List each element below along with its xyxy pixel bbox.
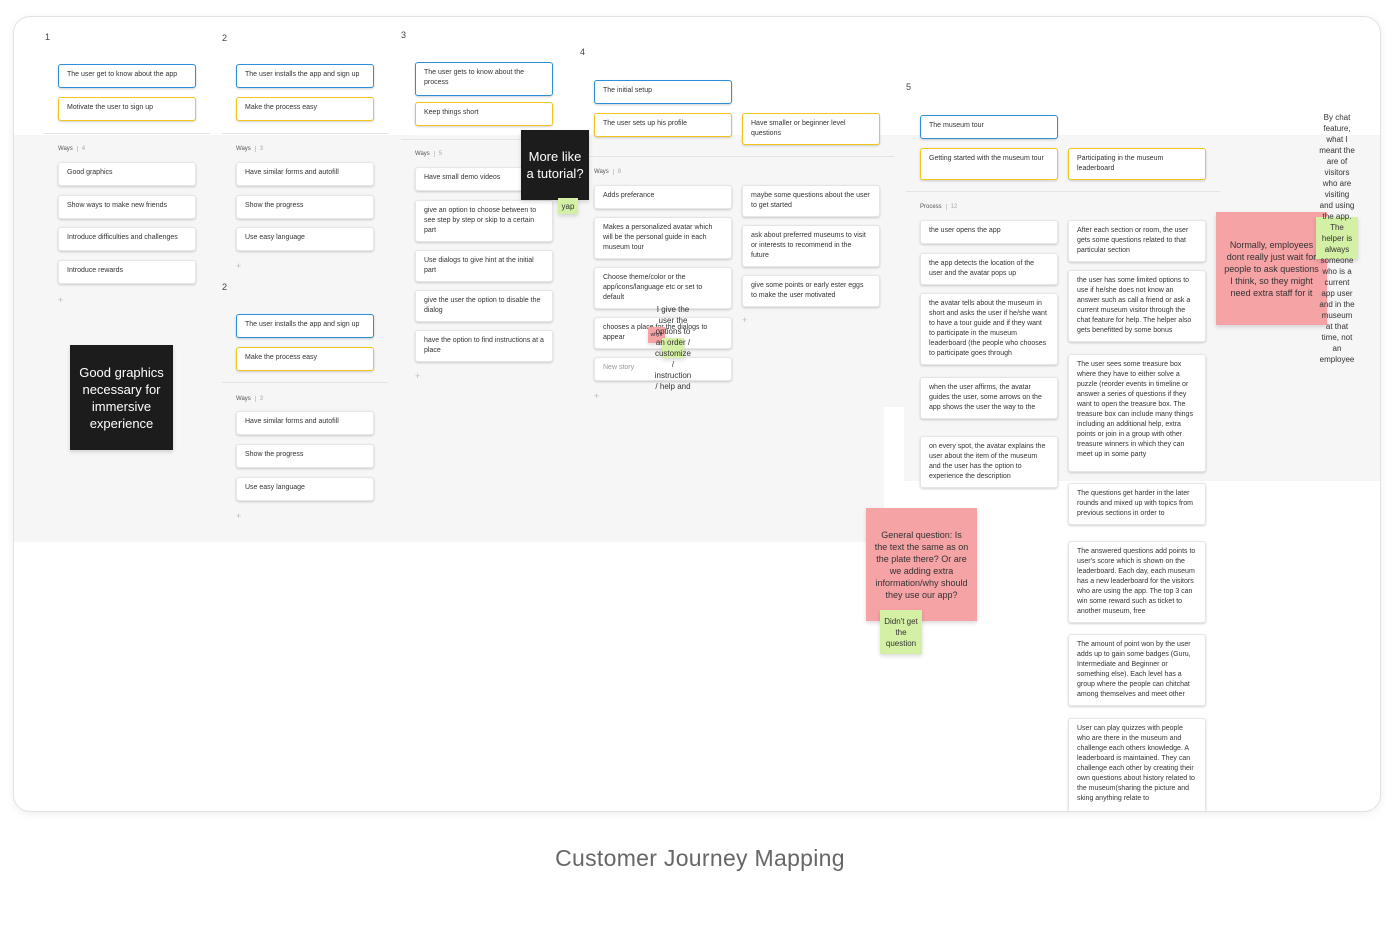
goal-card[interactable]: Make the process easy [236, 347, 374, 371]
process-step-card[interactable]: on every spot, the avatar explains the u… [920, 436, 1058, 488]
add-card-button[interactable]: + [236, 261, 242, 271]
column-number: 2 [222, 282, 228, 292]
stage-card[interactable]: The initial setup [594, 80, 732, 104]
add-card-button[interactable]: + [742, 315, 748, 325]
process-step-card[interactable]: The questions get harder in the later ro… [1068, 483, 1206, 525]
sticky-note-employees[interactable]: Normally, employees dont really just wai… [1216, 212, 1327, 325]
new-story-card[interactable]: New story [594, 357, 732, 381]
stage-card[interactable]: The user installs the app and sign up [236, 314, 374, 338]
divider [906, 191, 1220, 192]
way-card[interactable]: ask about preferred museums to visit or … [742, 225, 880, 267]
divider [580, 156, 894, 157]
way-card[interactable]: maybe some questions about the user to g… [742, 185, 880, 217]
column-number: 4 [580, 47, 586, 57]
column-number: 2 [222, 33, 228, 43]
goal-card[interactable]: Getting started with the museum tour [920, 148, 1058, 180]
way-card[interactable]: Have similar forms and autofill [236, 411, 374, 435]
way-card[interactable]: Use easy language [236, 227, 374, 251]
process-step-card[interactable]: when the user affirms, the avatar guides… [920, 377, 1058, 419]
journey-board[interactable]: 1 The user get to know about the app Mot… [14, 17, 1380, 811]
way-card[interactable]: Choose theme/color or the app/icons/lang… [594, 267, 732, 309]
add-card-button[interactable]: + [415, 371, 421, 381]
divider [401, 139, 567, 140]
way-card[interactable]: Show ways to make new friends [58, 195, 196, 219]
process-step-card[interactable]: The answered questions add points to use… [1068, 541, 1206, 623]
way-card[interactable]: have the option to find instructions at … [415, 330, 553, 362]
goal-card[interactable]: Have smaller or beginner level questions [742, 113, 880, 145]
process-step-card[interactable]: the user has some limited options to use… [1068, 270, 1206, 342]
goal-card[interactable]: Participating in the museum leaderboard [1068, 148, 1206, 180]
way-card[interactable]: give an option to choose between to see … [415, 200, 553, 242]
process-step-card[interactable]: The amount of point won by the user adds… [1068, 634, 1206, 706]
way-card[interactable]: Show the progress [236, 444, 374, 468]
sticky-note-why[interactable]: why!! [648, 327, 665, 343]
process-step-card[interactable]: the app detects the location of the user… [920, 253, 1058, 285]
way-card[interactable]: Good graphics [58, 162, 196, 186]
stage-card[interactable]: The user get to know about the app [58, 64, 196, 88]
way-card[interactable]: Introduce rewards [58, 260, 196, 284]
sticky-note-general-question[interactable]: General question: Is the text the same a… [866, 508, 977, 621]
goal-card[interactable]: The user sets up his profile [594, 113, 732, 137]
column-number: 3 [401, 30, 407, 40]
way-card[interactable]: Use easy language [236, 477, 374, 501]
goal-card[interactable]: Keep things short [415, 102, 553, 126]
add-card-button[interactable]: + [236, 511, 242, 521]
stage-card[interactable]: The user installs the app and sign up [236, 64, 374, 88]
column-number: 1 [45, 32, 51, 42]
way-card[interactable]: Adds preferance [594, 185, 732, 209]
stage-card[interactable]: The museum tour [920, 115, 1058, 139]
divider [44, 133, 210, 134]
add-card-button[interactable]: + [594, 391, 600, 401]
sticky-note-yap[interactable]: yap [558, 198, 578, 214]
way-card[interactable]: Makes a personalized avatar which will b… [594, 217, 732, 259]
process-step-card[interactable]: User can play quizzes with people who ar… [1068, 718, 1206, 811]
way-card[interactable]: Introduce difficulties and challenges [58, 227, 196, 251]
way-card[interactable]: Show the progress [236, 195, 374, 219]
column-number: 5 [906, 82, 912, 92]
goal-card[interactable]: Motivate the user to sign up [58, 97, 196, 121]
process-step-card[interactable]: After each section or room, the user get… [1068, 220, 1206, 262]
sticky-note-didnt-get[interactable]: Didn't get the question [880, 610, 922, 654]
stage-card[interactable]: The user gets to know about the process [415, 62, 553, 96]
sticky-note-tutorial[interactable]: More like a tutorial? [521, 130, 589, 200]
process-step-card[interactable]: the user opens the app [920, 220, 1058, 244]
divider [222, 382, 388, 383]
sticky-note-tiny[interactable]: By chat feature, what I meant the are of… [1316, 113, 1358, 364]
process-step-card[interactable]: the avatar tells about the museum in sho… [920, 293, 1058, 365]
add-card-button[interactable]: + [58, 295, 64, 305]
sticky-note-good-graphics[interactable]: Good graphics necessary for immersive ex… [70, 345, 173, 450]
process-step-card[interactable]: The user sees some treasure box where th… [1068, 354, 1206, 472]
way-card[interactable]: Use dialogs to give hint at the initial … [415, 250, 553, 282]
divider [222, 133, 388, 134]
way-card[interactable]: give some points or early ester eggs to … [742, 275, 880, 307]
way-card[interactable]: Have similar forms and autofill [236, 162, 374, 186]
goal-card[interactable]: Make the process easy [236, 97, 374, 121]
way-card[interactable]: give the user the option to disable the … [415, 290, 553, 322]
sticky-note-tiny[interactable]: I give the user the options to an order … [654, 305, 691, 391]
page-caption: Customer Journey Mapping [555, 845, 845, 871]
